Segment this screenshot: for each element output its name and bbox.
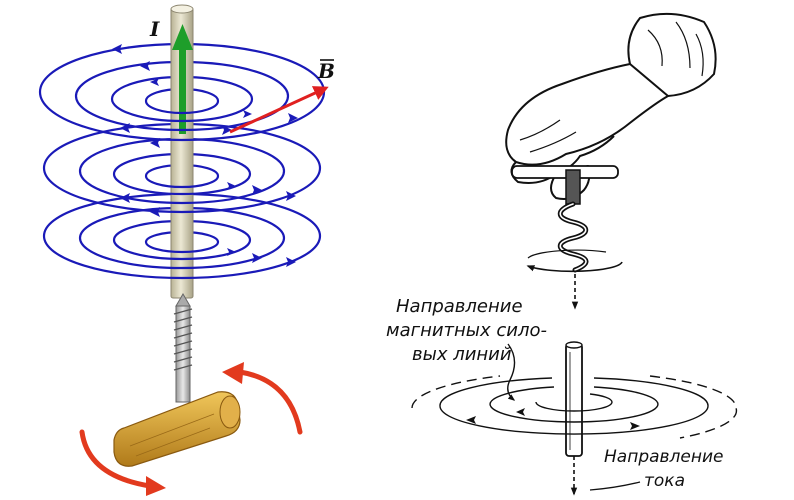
field-arrowhead [120,193,130,203]
right-field-loop [489,403,659,423]
corkscrew [511,165,619,273]
field-arrowhead [252,253,262,263]
right-field-loop [535,401,613,412]
field-lines-pointer [507,343,516,401]
gimlet-handle [113,391,241,467]
field-loop [112,173,252,196]
right-field-loop [411,375,501,409]
right-conductor [565,343,583,457]
wire-top-end [170,4,194,14]
field-loop [110,98,254,123]
gimlet-screw-threads [173,308,193,371]
right-field-loop [489,386,555,405]
rotation-arrowhead [146,476,166,496]
corkscrew-bar [511,165,619,179]
hand-back [505,63,669,166]
left-figure: I [38,4,335,496]
right-field-loop [593,377,709,407]
field-loop [144,100,220,115]
rotation-arrow-left [79,429,153,489]
current-label-pointer [589,481,641,491]
rotation-arrows [79,369,303,489]
field-lines-label-line3: вых линий [412,344,512,365]
field-loop [38,91,326,142]
right-field-arrowhead [466,416,476,424]
corkscrew-rotation-arc-back [527,249,607,259]
field-arrowhead [222,125,232,135]
field-arrowhead [120,123,130,133]
field-arrowhead [227,248,236,256]
current-label-line2: тока [644,471,685,491]
right-field-arrowhead [630,422,640,430]
right-conductor-top [565,341,583,349]
current-arrow [172,24,193,134]
right-field-loop [593,386,659,405]
gimlet-screw-tip [175,293,191,307]
field-arrowhead [243,110,252,118]
right-field-loop [589,393,613,403]
field-direction-arrows [112,44,298,267]
field-loop [78,237,286,270]
right-figure: Направление магнитных сило- вых линий [386,12,738,496]
rotation-arrowheads [146,362,244,496]
field-arrowhead [252,185,262,195]
right-field-arrowhead [516,408,525,416]
field-loop [42,235,322,280]
current-label-line1: Направление [604,447,724,467]
field-arrowhead [288,113,298,123]
corkscrew-shaft [565,169,581,205]
field-arrowhead [286,257,296,267]
corkscrew-spiral [557,201,589,273]
field-lines-label-line1: Направление [396,296,523,317]
field-loop [112,239,252,261]
right-field-loop [439,405,709,435]
field-vector-label: B [317,59,335,83]
right-field-lines [411,375,738,439]
gimlet-handle-end [219,395,241,429]
field-arrowhead [150,207,160,217]
field-vector-arrow [229,86,329,134]
field-loop [144,241,220,254]
field-arrowhead [150,138,160,148]
right-field-arrowheads [466,408,640,430]
corkscrew-spiral-highlight [559,203,587,271]
field-loop [78,170,286,205]
right-field-loop [649,375,738,439]
rotation-arrow-right [237,369,303,435]
corkscrew-rotation-arc [526,261,623,273]
right-field-loop [439,377,553,407]
field-loop [42,167,322,214]
field-arrowhead [286,191,296,201]
field-lines-label-line2: магнитных сило- [386,320,547,341]
gimlet [113,293,241,467]
rotation-arrowhead [222,362,244,384]
field-arrowhead [112,44,122,54]
gimlet-handle-grain [129,413,215,457]
current-label: I [149,17,160,41]
field-arrowhead [227,182,236,190]
sleeve [627,12,717,97]
field-arrowhead [140,61,150,71]
field-loop [144,175,220,189]
field-arrowhead [150,78,159,86]
